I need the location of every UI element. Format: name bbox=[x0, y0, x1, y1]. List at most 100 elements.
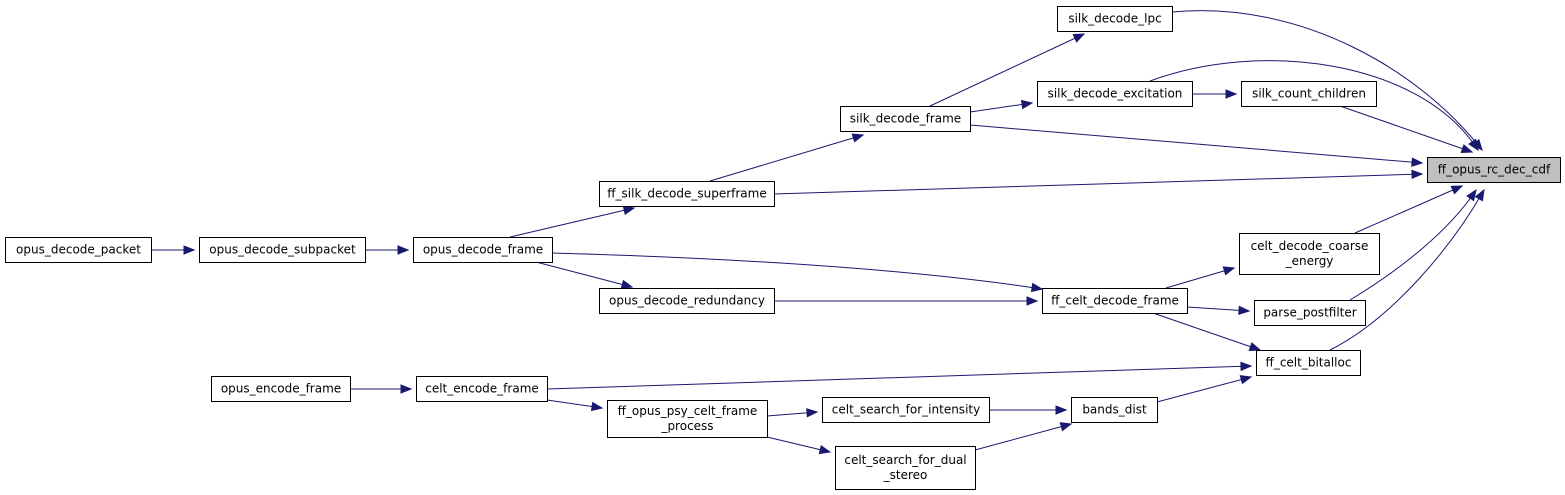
node-label: bands_dist bbox=[1082, 403, 1147, 417]
edge-sframe-to-rc bbox=[969, 124, 1424, 167]
node-odsub[interactable]: opus_decode_subpacket bbox=[199, 237, 366, 263]
node-box bbox=[199, 237, 366, 263]
arrow-head-icon bbox=[1020, 99, 1034, 110]
node-intensity[interactable]: celt_search_for_intensity bbox=[822, 397, 990, 423]
node-label: ff_opus_rc_dec_cdf bbox=[1438, 163, 1551, 177]
edge-bands-to-bitalloc bbox=[1156, 375, 1253, 403]
edge-line bbox=[509, 207, 635, 238]
arrow-head-icon bbox=[1239, 375, 1253, 385]
node-rc[interactable]: ff_opus_rc_dec_cdf bbox=[1427, 157, 1561, 183]
node-odpacket[interactable]: opus_decode_packet bbox=[5, 237, 152, 263]
node-excit[interactable]: silk_decode_excitation bbox=[1037, 81, 1193, 107]
node-celtframe[interactable]: ff_celt_decode_frame bbox=[1042, 288, 1188, 314]
arrow-head-icon bbox=[1240, 361, 1253, 372]
edge-odframe-to-celtframe bbox=[551, 252, 1044, 293]
edges-layer bbox=[151, 10, 1485, 455]
node-box bbox=[840, 106, 971, 132]
edge-celtframe-to-coarse bbox=[1165, 266, 1236, 289]
node-box bbox=[822, 397, 990, 423]
node-label: silk_decode_excitation bbox=[1048, 87, 1183, 101]
node-label: opus_decode_frame bbox=[423, 243, 543, 257]
arrow-head-icon bbox=[1450, 185, 1464, 195]
node-label: _stereo bbox=[883, 468, 928, 482]
edge-psy-to-intensity bbox=[766, 408, 819, 418]
node-label: silk_decode_lpc bbox=[1068, 12, 1161, 26]
arrow-head-icon bbox=[1026, 296, 1039, 306]
node-box bbox=[835, 446, 976, 490]
edge-line bbox=[773, 173, 1423, 195]
arrow-head-icon bbox=[1055, 405, 1068, 415]
node-label: opus_decode_redundancy bbox=[609, 294, 765, 308]
node-label: ff_celt_bitalloc bbox=[1266, 356, 1352, 370]
edge-line bbox=[1354, 185, 1463, 234]
node-box bbox=[599, 288, 775, 314]
edge-line bbox=[709, 134, 864, 182]
arrow-head-icon bbox=[400, 384, 413, 394]
edge-lpc-to-rc bbox=[1171, 10, 1483, 152]
arrow-head-icon bbox=[1225, 89, 1238, 99]
node-box bbox=[1239, 233, 1380, 275]
arrow-head-icon bbox=[622, 205, 636, 216]
edge-excit-to-count bbox=[1192, 89, 1238, 99]
edge-odsub-to-odframe bbox=[365, 245, 410, 255]
edge-odframe-to-superframe bbox=[509, 205, 636, 238]
node-postfilter[interactable]: parse_postfilter bbox=[1254, 300, 1366, 326]
node-box bbox=[1037, 81, 1193, 107]
node-label: opus_decode_subpacket bbox=[209, 243, 356, 257]
edge-line bbox=[1156, 376, 1252, 403]
arrow-head-icon bbox=[397, 245, 410, 255]
node-count[interactable]: silk_count_children bbox=[1241, 81, 1377, 107]
edge-line bbox=[1329, 189, 1485, 351]
node-sframe[interactable]: silk_decode_frame bbox=[840, 106, 971, 132]
edge-odpacket-to-odsub bbox=[151, 245, 196, 255]
node-ceframe[interactable]: celt_encode_frame bbox=[416, 376, 548, 402]
node-label: celt_search_for_intensity bbox=[832, 403, 980, 417]
node-box bbox=[1427, 157, 1561, 183]
edge-oeframe-to-ceframe bbox=[350, 384, 413, 394]
edge-line bbox=[551, 252, 1043, 290]
arrow-head-icon bbox=[851, 133, 865, 143]
node-oeframe[interactable]: opus_encode_frame bbox=[211, 376, 351, 402]
edge-line bbox=[1152, 312, 1261, 351]
edge-coarse-to-rc bbox=[1354, 185, 1464, 234]
node-dual[interactable]: celt_search_for_dual_stereo bbox=[835, 446, 976, 490]
edge-superframe-to-sframe bbox=[709, 133, 865, 182]
node-coarse[interactable]: celt_decode_coarse_energy bbox=[1239, 233, 1380, 275]
nodes-layer: ff_opus_rc_dec_cdf silk_decode_lpc silk_de… bbox=[5, 6, 1561, 490]
edge-excit-to-rc bbox=[1149, 60, 1479, 152]
node-superframe[interactable]: ff_silk_decode_superframe bbox=[599, 181, 775, 207]
node-odframe[interactable]: opus_decode_frame bbox=[413, 237, 553, 263]
node-label: ff_silk_decode_superframe bbox=[607, 187, 766, 201]
edge-ceframe-to-psy bbox=[546, 399, 604, 412]
node-bands[interactable]: bands_dist bbox=[1071, 397, 1158, 423]
arrow-head-icon bbox=[1474, 188, 1485, 202]
arrow-head-icon bbox=[1411, 169, 1424, 180]
edge-line bbox=[1165, 267, 1235, 289]
edge-odframe-to-redund bbox=[535, 261, 634, 289]
arrow-head-icon bbox=[1248, 342, 1262, 352]
arrow-head-icon bbox=[1468, 138, 1479, 152]
node-label: _process bbox=[660, 419, 713, 433]
node-label: silk_decode_frame bbox=[850, 112, 961, 126]
arrow-head-icon bbox=[1460, 144, 1474, 154]
node-lpc[interactable]: silk_decode_lpc bbox=[1057, 6, 1173, 32]
edge-line bbox=[546, 365, 1252, 390]
node-psy[interactable]: ff_opus_psy_celt_frame_process bbox=[607, 400, 768, 438]
node-label: ff_opus_psy_celt_frame bbox=[618, 404, 758, 418]
edge-line bbox=[1349, 189, 1477, 301]
edge-line bbox=[969, 124, 1423, 164]
arrow-head-icon bbox=[590, 401, 604, 412]
edge-intensity-to-bands bbox=[989, 405, 1068, 415]
node-box bbox=[5, 237, 152, 263]
edge-redund-to-celtframe bbox=[774, 296, 1039, 306]
node-bitalloc[interactable]: ff_celt_bitalloc bbox=[1256, 350, 1361, 376]
node-redund[interactable]: opus_decode_redundancy bbox=[599, 288, 775, 314]
edge-bitalloc-to-rc bbox=[1329, 188, 1485, 351]
edge-sframe-to-excit bbox=[969, 99, 1034, 113]
arrow-head-icon bbox=[620, 279, 634, 289]
arrow-head-icon bbox=[818, 444, 832, 455]
edge-psy-to-dual bbox=[766, 436, 832, 455]
node-box bbox=[1071, 397, 1158, 423]
arrow-head-icon bbox=[1238, 305, 1251, 316]
edge-count-to-rc bbox=[1339, 105, 1474, 154]
